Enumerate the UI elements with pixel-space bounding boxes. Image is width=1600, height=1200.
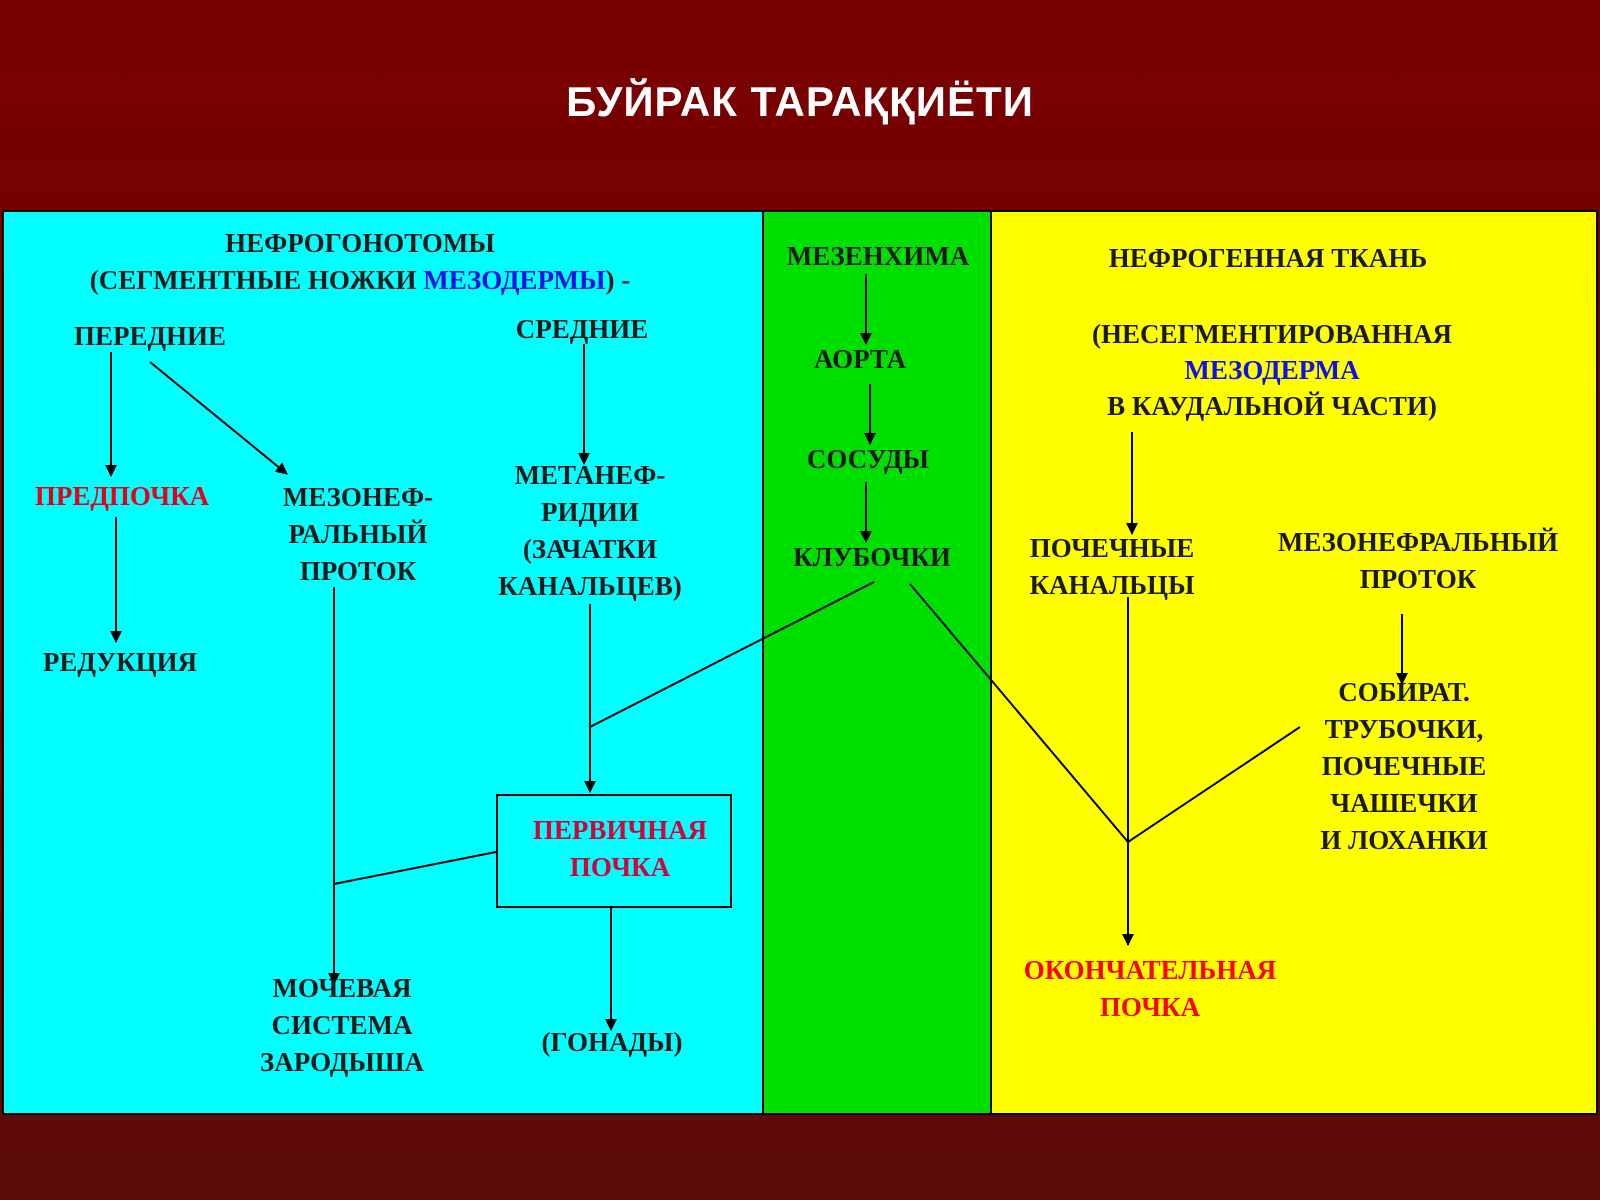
panel-nephrogonotome <box>4 212 764 1113</box>
panel-nephrogenic-tissue <box>992 212 1596 1113</box>
collecting-ducts-label: СОБИРАТ. ТРУБОЧКИ, ПОЧЕЧНЫЕ ЧАШЕЧКИ И ЛО… <box>1320 677 1488 855</box>
connector-lines <box>105 274 1408 1031</box>
mesenchyme-label: МЕЗЕНХИМА <box>786 241 970 271</box>
right-mesonephric-duct-label: МЕЗОНЕФРАЛЬНЫЙ ПРОТОК <box>1277 527 1559 594</box>
nephrogenic-tissue-header: НЕФРОГЕННАЯ ТКАНЬ <box>1108 243 1428 273</box>
primary-kidney-box <box>496 794 732 908</box>
anterior-label: ПЕРЕДНИЕ <box>73 321 227 351</box>
reduction-label: РЕДУКЦИЯ <box>42 647 198 677</box>
line-glomeruli-primary <box>589 581 875 728</box>
nephrogonotome-header: НЕФРОГОНОТОМЫ <box>225 228 495 258</box>
slide-title: БУЙРАК ТАРАҚҚИЁТИ <box>566 78 1034 125</box>
line-primary-duct <box>333 851 497 885</box>
middle-label: СРЕДНИЕ <box>515 314 649 344</box>
line-collecting-final <box>1127 726 1301 843</box>
line-glomeruli-final <box>909 583 1129 843</box>
segmental-stalks-line: (СЕГМЕНТНЫЕ НОЖКИ МЕЗОДЕРМЫ) - <box>89 265 631 295</box>
final-kidney-label: ОКОНЧАТЕЛЬНАЯ ПОЧКА <box>1023 955 1277 1022</box>
arrow-anterior-mesonephric <box>149 361 288 475</box>
pronephros-label: ПРЕДПОЧКА <box>34 481 210 511</box>
mesoderm-highlight: МЕЗОДЕРМЫ <box>423 265 606 295</box>
glomeruli-label: КЛУБОЧКИ <box>793 542 951 572</box>
unsegmented-mesoderm-line3: В КАУДАЛЬНОЙ ЧАСТИ) <box>1107 391 1437 421</box>
aorta-label: АОРТА <box>813 344 907 374</box>
primary-kidney-label: ПЕРВИЧНАЯ ПОЧКА <box>532 815 708 882</box>
panel-mesenchyme <box>764 212 992 1113</box>
unsegmented-mesoderm-line1: (НЕСЕГМЕНТИРОВАННАЯ <box>1092 319 1452 349</box>
vessels-label: СОСУДЫ <box>806 444 930 474</box>
unsegmented-mesoderm-line2: МЕЗОДЕРМА <box>1184 355 1360 385</box>
mesonephric-duct-label: МЕЗОНЕФ- РАЛЬНЫЙ ПРОТОК <box>282 482 434 586</box>
renal-tubules-label: ПОЧЕЧНЫЕ КАНАЛЬЦЫ <box>1029 533 1195 600</box>
metanephridia-label: МЕТАНЕФ- РИДИИ (ЗАЧАТКИ КАНАЛЬЦЕВ) <box>498 460 682 601</box>
gonads-label: (ГОНАДЫ) <box>541 1027 683 1057</box>
kidney-development-diagram: НЕФРОГОНОТОМЫ (СЕГМЕНТНЫЕ НОЖКИ МЕЗОДЕРМ… <box>2 210 1598 1115</box>
urinary-system-label: МОЧЕВАЯ СИСТЕМА ЗАРОДЫША <box>260 973 424 1077</box>
